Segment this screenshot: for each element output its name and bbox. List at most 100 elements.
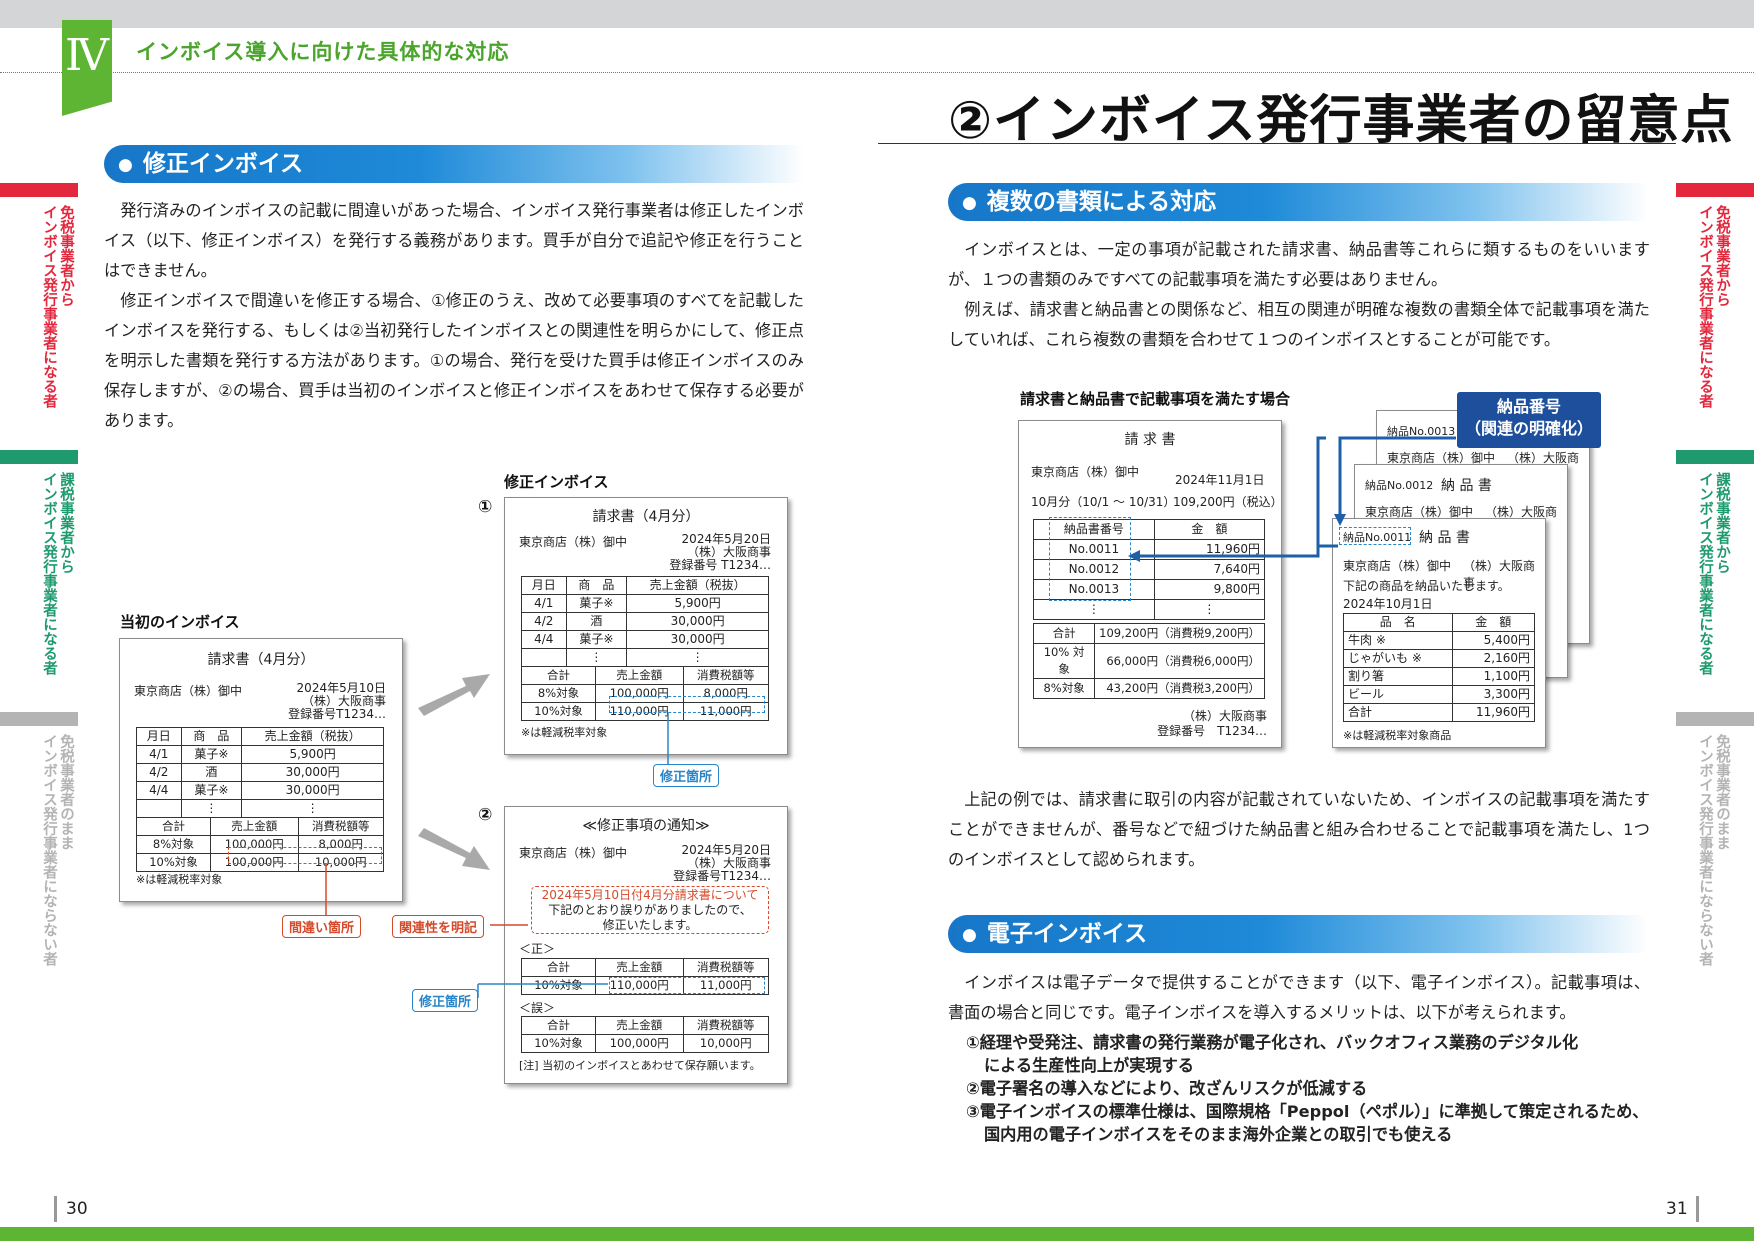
wrong-label: ＜誤＞ bbox=[519, 1001, 556, 1015]
side-index-bar bbox=[1676, 712, 1754, 726]
header-dotted-rule bbox=[0, 72, 1754, 73]
chapter-numeral-tab: Ⅳ bbox=[62, 20, 112, 116]
invoice-reg-number: 登録番号 T1234… bbox=[1157, 724, 1267, 738]
table-header: 売上金額 bbox=[595, 1016, 684, 1035]
delivery-note-1-card: 納品No.0011 納 品 書 東京商店（株）御中 （株）大阪商事 下記の商品を… bbox=[1332, 518, 1546, 748]
invoice-issuer-block: 2024年5月10日 （株）大阪商事 登録番号T1234… bbox=[288, 682, 386, 721]
side-index-tab: 免税事業者のままインボイス発行事業者にならない者 bbox=[0, 712, 78, 972]
delivery-number-highlight bbox=[1049, 517, 1131, 601]
invoice-issuer: （株）大阪商事 bbox=[686, 856, 771, 870]
paragraph: 発行済みのインボイスの記載に間違いがあった場合、インボイス発行事業者は修正したイ… bbox=[104, 201, 804, 280]
invoice-period: 10月分（10/1 ～ 10/31） bbox=[1031, 495, 1176, 509]
arrow-to-option-1-icon bbox=[418, 674, 490, 716]
table-header: 売上金額（税抜） bbox=[626, 576, 769, 595]
right-body-text-3: インボイスは電子データで提供することができます（以下、電子インボイス）。記載事項… bbox=[948, 968, 1650, 1028]
table-header: 売上金額 bbox=[210, 817, 299, 836]
invoice-recipient: 東京商店（株）御中 bbox=[134, 684, 243, 698]
invoice-date: 2024年5月10日 bbox=[296, 681, 386, 695]
top-band bbox=[0, 0, 1754, 28]
table-header: 商 品 bbox=[565, 576, 628, 595]
table-header: 月日 bbox=[521, 576, 567, 595]
invoice-total: 109,200円（税込） bbox=[1173, 495, 1283, 509]
invoice-recipient: 東京商店（株）御中 bbox=[519, 535, 628, 549]
reference-statement-box: 2024年5月10日付4月分請求書について 下記のとおり誤りがありましたので、 … bbox=[531, 886, 769, 934]
reference-line: 修正いたします。 bbox=[602, 918, 698, 932]
side-index-label: インボイス発行事業者にならない者 bbox=[1697, 734, 1713, 966]
delivery-number: 納品No.0012 bbox=[1365, 479, 1434, 492]
invoice-date: 2024年11月1日 bbox=[1175, 473, 1265, 487]
side-index-label: 免税事業者のまま bbox=[1714, 734, 1730, 850]
bullet-icon: ● bbox=[962, 925, 977, 945]
side-index-tab: 免税事業者からインボイス発行事業者になる者 bbox=[0, 183, 78, 443]
notice-title: ≪修正事項の通知≫ bbox=[582, 818, 710, 834]
relation-callout: 関連性を明記 bbox=[392, 915, 485, 938]
table-header: 金 額 bbox=[1153, 519, 1266, 540]
side-index-bar bbox=[0, 712, 78, 726]
notice-note: [注] 当初のインボイスとあわせて保存願います。 bbox=[519, 1059, 761, 1072]
page-number-mark bbox=[1696, 1196, 1699, 1222]
option-2-marker: ② bbox=[478, 805, 493, 825]
side-index-label: 免税事業者から bbox=[1714, 205, 1730, 307]
table-header: 消費税額等 bbox=[682, 666, 769, 685]
delivery-issuer: （株）大阪商事 bbox=[1463, 559, 1536, 590]
section-heading-text: 複数の書類による対応 bbox=[986, 189, 1217, 215]
table-header: 合計 bbox=[521, 666, 596, 685]
table-row: ⋮⋮ bbox=[521, 648, 769, 667]
paragraph: 上記の例では、請求書に取引の内容が記載されていないため、インボイスの記載事項を満… bbox=[948, 790, 1650, 869]
option-1-marker: ① bbox=[478, 497, 493, 517]
table-header: 品 名 bbox=[1343, 613, 1453, 632]
invoice-note: ※は軽減税率対象 bbox=[136, 873, 223, 886]
invoice-reg-number: 登録番号T1234… bbox=[673, 869, 771, 883]
corrected-invoice-label: 修正インボイス bbox=[504, 473, 609, 491]
relation-callout: 納品番号 （関連の明確化） bbox=[1457, 392, 1601, 448]
delivery-date: 2024年10月1日 bbox=[1343, 597, 1433, 611]
paragraph: 例えば、請求書と納品書との関係など、相互の関連が明確な複数の書類全体で記載事項を… bbox=[948, 300, 1650, 349]
section-heading-multiple-documents: ● 複数の書類による対応 bbox=[948, 183, 1648, 221]
invoice-issuer-block: 2024年5月20日 （株）大阪商事 登録番号T1234… bbox=[673, 844, 771, 883]
delivery-number: 納品No.0013 bbox=[1387, 425, 1456, 438]
invoice-title: 請 求 書 bbox=[1124, 432, 1176, 448]
table-header: 月日 bbox=[136, 727, 182, 746]
delivery-note: ※は軽減税率対象商品 bbox=[1343, 729, 1452, 742]
list-item: ②電子署名の導入などにより、改ざんリスクが低減する bbox=[966, 1079, 1368, 1098]
bullet-icon: ● bbox=[962, 193, 977, 213]
delivery-title: 納 品 書 bbox=[1441, 478, 1492, 494]
fix-callout-2: 修正箇所 bbox=[412, 989, 479, 1012]
invoice-issuer-block: （株）大阪商事 登録番号 T1234… bbox=[1157, 709, 1267, 739]
side-index-label: 免税事業者のまま bbox=[58, 734, 74, 850]
invoice-issuer: （株）大阪商事 bbox=[301, 694, 386, 708]
chapter-title: インボイス導入に向けた具体的な対応 bbox=[136, 40, 510, 64]
table-row: ⋮⋮ bbox=[1033, 599, 1266, 620]
invoice-issuer: （株）大阪商事 bbox=[1182, 709, 1267, 723]
side-index-bar bbox=[0, 183, 78, 197]
mistake-callout: 間違い箇所 bbox=[282, 915, 362, 938]
table-header: 合計 bbox=[521, 1016, 596, 1035]
table-header: 売上金額 bbox=[595, 958, 684, 977]
list-item: ①経理や受発注、請求書の発行業務が電子化され、バックオフィス業務のデジタル化 に… bbox=[966, 1033, 1579, 1075]
paragraph: インボイスとは、一定の事項が記載された請求書、納品書等これらに類するものをいいま… bbox=[948, 240, 1650, 289]
invoice-date: 2024年5月20日 bbox=[681, 532, 771, 546]
side-index-label: インボイス発行事業者になる者 bbox=[41, 205, 57, 408]
section-heading-e-invoice: ●電子インボイス bbox=[948, 915, 1648, 953]
list-item: ③電子インボイスの標準仕様は、国際規格「Peppol（ペポル）」に準拠して策定さ… bbox=[966, 1102, 1649, 1144]
side-index-bar bbox=[1676, 450, 1754, 464]
side-index-label: インボイス発行事業者になる者 bbox=[1697, 205, 1713, 408]
monthly-invoice-card: 請 求 書 東京商店（株）御中 2024年11月1日 10月分（10/1 ～ 1… bbox=[1018, 420, 1283, 748]
corrected-invoice-option-1-card: 請求書（4月分） 東京商店（株）御中 2024年5月20日 （株）大阪商事 登録… bbox=[504, 497, 788, 755]
page-title: ②インボイス発行事業者の留意点 bbox=[948, 91, 1734, 151]
invoice-reg-number: 登録番号 T1234… bbox=[669, 558, 771, 572]
section-heading-correction-invoice: ●修正インボイス bbox=[104, 145, 804, 183]
fix-callout-1: 修正箇所 bbox=[653, 764, 720, 787]
